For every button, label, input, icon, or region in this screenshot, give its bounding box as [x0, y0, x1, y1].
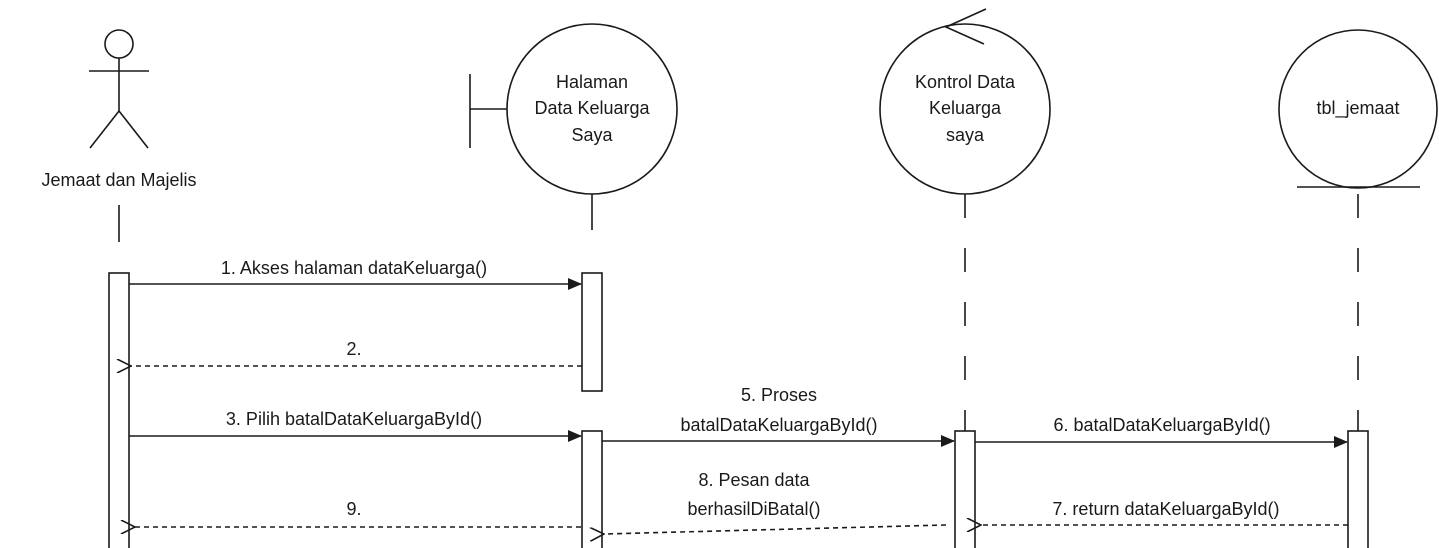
entity-participant: tbl_jemaat — [1278, 29, 1438, 432]
entity-icon — [1278, 29, 1438, 189]
control-label-line-3: saya — [946, 125, 985, 145]
control-activation-bar — [954, 430, 976, 548]
message-7: 7. return dataKeluargaById() — [981, 499, 1348, 525]
message-2: 2. — [131, 339, 582, 366]
boundary-activation-bar-1 — [581, 272, 603, 392]
message-8: 8. Pesan data berhasilDiBatal() — [604, 470, 947, 534]
actor-participant: Jemaat dan Majelis — [41, 29, 197, 242]
message-8-label-line-2: berhasilDiBatal() — [687, 499, 820, 519]
actor-label: Jemaat dan Majelis — [41, 170, 196, 190]
message-6: 6. batalDataKeluargaById() — [975, 415, 1348, 448]
message-5: 5. Proses batalDataKeluargaById() — [602, 385, 955, 447]
control-label-line-2: Keluarga — [929, 98, 1002, 118]
message-6-label: 6. batalDataKeluargaById() — [1053, 415, 1270, 435]
entity-label: tbl_jemaat — [1316, 98, 1399, 119]
message-7-label: 7. return dataKeluargaById() — [1052, 499, 1279, 519]
control-label-line-1: Kontrol Data — [915, 72, 1016, 92]
boundary-participant: Halaman Data Keluarga Saya — [469, 23, 678, 230]
message-8-label-line-1: 8. Pesan data — [698, 470, 810, 490]
actor-activation-bar — [108, 272, 130, 548]
boundary-label-line-3: Saya — [571, 125, 613, 145]
control-participant: Kontrol Data Keluarga saya — [879, 8, 1051, 432]
message-5-label-line-1: 5. Proses — [741, 385, 817, 405]
actor-stick-figure-icon — [89, 29, 149, 149]
boundary-label-line-2: Data Keluarga — [534, 98, 650, 118]
message-9: 9. — [135, 499, 581, 527]
entity-activation-bar — [1347, 430, 1369, 548]
message-1: 1. Akses halaman dataKeluarga() — [129, 258, 582, 290]
message-3-label: 3. Pilih batalDataKeluargaById() — [226, 409, 482, 429]
message-5-label-line-2: batalDataKeluargaById() — [680, 415, 877, 435]
boundary-activation-bar-2 — [581, 430, 603, 548]
message-9-label: 9. — [346, 499, 361, 519]
message-1-label: 1. Akses halaman dataKeluarga() — [221, 258, 487, 278]
message-2-label: 2. — [346, 339, 361, 359]
boundary-label-line-1: Halaman — [556, 72, 628, 92]
message-3: 3. Pilih batalDataKeluargaById() — [129, 409, 582, 442]
